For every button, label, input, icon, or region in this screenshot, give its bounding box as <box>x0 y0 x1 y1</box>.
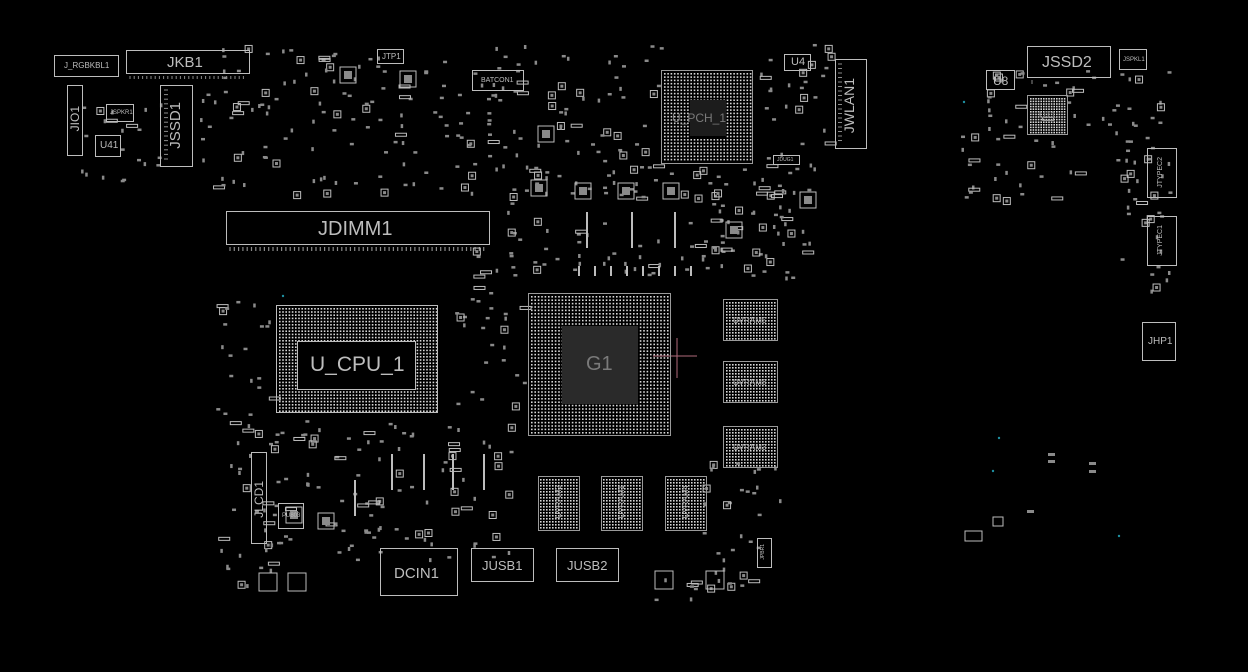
component-label-uvram8: UVRAM8 <box>733 378 767 387</box>
component-label-jtp1: JTP1 <box>382 52 401 61</box>
component-outline-uvram8[interactable]: UVRAM8 <box>723 361 778 403</box>
component-outline-ut1[interactable]: UT1 <box>1027 95 1068 135</box>
component-label-batcon1: BATCON1 <box>481 77 514 84</box>
component-label-ut1: UT1 <box>1039 110 1057 120</box>
component-label-jpbr1: JPBR1 <box>760 544 766 560</box>
component-label-jkb1: JKB1 <box>167 54 203 71</box>
component-outline-jusb2[interactable]: JUSB2 <box>556 548 619 582</box>
cpu-die: U_CPU_1 <box>297 341 416 390</box>
component-outline-jtypec2[interactable]: JTYPEC2 <box>1147 148 1177 198</box>
component-label-u4: U4 <box>791 56 806 68</box>
component-outline-jtp1[interactable]: JTP1 <box>377 49 404 64</box>
component-label-jtypec2: JTYPEC2 <box>1157 157 1164 188</box>
component-outline-g1[interactable]: G1 <box>528 293 671 436</box>
component-label-g1: G1 <box>586 353 613 375</box>
component-outline-jtypec1[interactable]: JTYPEC1 <box>1147 216 1177 266</box>
component-label-jspkr1: JSPKR1 <box>110 110 133 116</box>
component-label-j-rgbkbl1: J_RGBKBL1 <box>64 61 110 70</box>
component-outline-uvram1[interactable]: UVRAM1 <box>601 476 643 531</box>
component-outline-jlcd1[interactable]: JLCD1 <box>251 452 267 544</box>
component-outline-jpbr1[interactable]: JPBR1 <box>757 538 772 568</box>
component-outline-jio1[interactable]: JIO1 <box>67 85 83 156</box>
component-label-jtypec1: JTYPEC1 <box>1157 225 1164 256</box>
component-outline-jspkl1[interactable]: JSPKL1 <box>1119 49 1147 70</box>
component-outline-jdimm1[interactable]: JDIMM1 <box>226 211 490 245</box>
component-outline-u-pch-1[interactable]: U_PCH_1 <box>661 70 753 164</box>
component-label-uvram5: UVRAM5 <box>733 316 767 325</box>
component-label-u41: U41 <box>100 140 119 151</box>
component-label-jspkl1: JSPKL1 <box>1123 57 1145 63</box>
component-outline-jspkr1[interactable]: JSPKR1 <box>106 104 134 122</box>
component-outline-u8[interactable]: U8 <box>986 70 1015 90</box>
component-label-dcin1: DCIN1 <box>394 565 440 582</box>
component-label-uvram2: UVRAM2 <box>554 485 563 519</box>
component-outline-jdug1[interactable]: JDUG1 <box>773 155 800 165</box>
component-label-jssd2: JSSD2 <box>1042 54 1092 71</box>
component-label-uvram1: UVRAM1 <box>617 485 626 519</box>
component-outline-j-rgbkbl1[interactable]: J_RGBKBL1 <box>54 55 119 77</box>
component-label-uvram4: UVRAM4 <box>681 485 690 519</box>
component-outline-jssd1[interactable]: JSSD1 <box>160 85 193 167</box>
component-label-u-cpu-1: U_CPU_1 <box>310 353 405 376</box>
component-outline-jssd2[interactable]: JSSD2 <box>1027 46 1111 78</box>
component-label-jwlan1: JWLAN1 <box>841 78 857 134</box>
component-label-jio1: JIO1 <box>68 106 82 132</box>
component-label-jssd1: JSSD1 <box>167 102 184 149</box>
component-label-uvram3: UVRAM3 <box>733 443 767 452</box>
component-outline-u4[interactable]: U4 <box>784 54 811 71</box>
component-label-pu803: PU803 <box>282 513 301 519</box>
component-label-jlcd1: JLCD1 <box>252 481 266 518</box>
component-label-jdimm1: JDIMM1 <box>318 218 393 240</box>
component-outline-u-cpu-1[interactable]: U_CPU_1 <box>276 305 438 413</box>
component-outline-dcin1[interactable]: DCIN1 <box>380 548 458 596</box>
component-label-u8: U8 <box>993 74 1009 88</box>
component-outline-jusb1[interactable]: JUSB1 <box>471 548 534 582</box>
component-label-jhp1: JHP1 <box>1148 336 1173 347</box>
component-outline-jwlan1[interactable]: JWLAN1 <box>835 59 867 149</box>
component-outline-pu803[interactable]: PU803 <box>278 503 304 529</box>
component-label-u-pch-1: U_PCH_1 <box>672 111 727 125</box>
component-outline-u41[interactable]: U41 <box>95 135 121 157</box>
component-label-jdug1: JDUG1 <box>777 157 794 163</box>
component-outline-uvram5[interactable]: UVRAM5 <box>723 299 778 341</box>
component-label-jusb1: JUSB1 <box>482 558 523 573</box>
component-outline-jkb1[interactable]: JKB1 <box>126 50 250 74</box>
component-outline-uvram2[interactable]: UVRAM2 <box>538 476 580 531</box>
component-outline-uvram3[interactable]: UVRAM3 <box>723 426 778 468</box>
component-outline-jhp1[interactable]: JHP1 <box>1142 322 1176 361</box>
component-label-jusb2: JUSB2 <box>567 558 608 573</box>
component-outline-batcon1[interactable]: BATCON1 <box>472 70 524 91</box>
component-outline-uvram4[interactable]: UVRAM4 <box>665 476 707 531</box>
